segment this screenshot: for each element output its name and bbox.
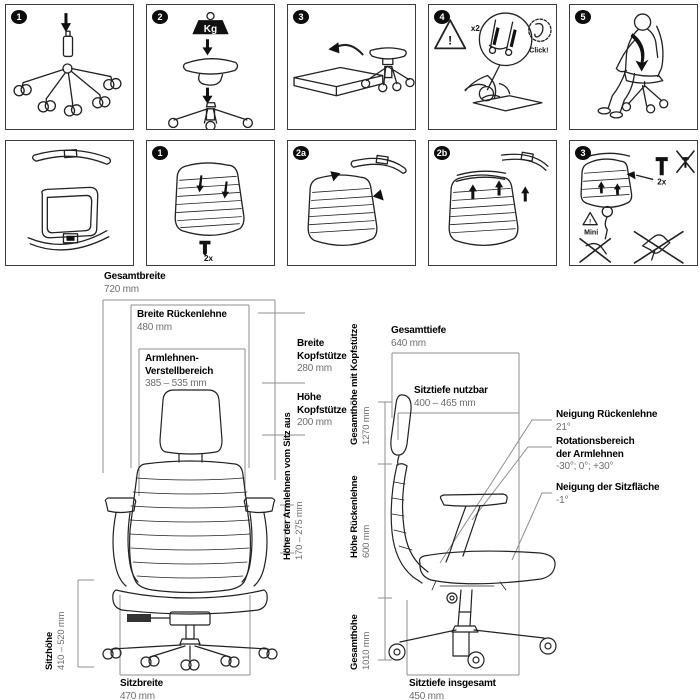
step-badge-2: 2 (152, 10, 168, 24)
step-badge-2b: 2b (434, 146, 450, 160)
front-view-dimension-lines (77, 299, 305, 676)
step-panel-rail-attach-b: 2b (428, 140, 557, 266)
step-badge-b1: 1 (152, 146, 168, 160)
step-panel-screws-warning: 3 2x ! Mini (569, 140, 698, 266)
warning-triangle-icon: ! (448, 33, 452, 47)
mini-warning-mark: ! (589, 220, 591, 226)
chair-side-view-drawing (388, 394, 557, 669)
step-badge-2a: 2a (293, 146, 309, 160)
sit-down-drawing (597, 13, 669, 119)
gas-cylinder-insert-drawing (13, 13, 122, 117)
step-panel-headrest-parts (5, 140, 134, 266)
dim-sitztiefe-insgesamt: Sitztiefe insgesamt 450 mm (409, 678, 496, 700)
dim-hoehe-rueckenlehne: Höhe Rückenlehne 600 mm (349, 475, 372, 558)
dim-rotationsbereich-armlehnen: Rotationsbereich der Armlehnen -30°; 0°;… (556, 436, 635, 472)
dim-sitztiefe-nutzbar: Sitztiefe nutzbar 400 – 465 mm (414, 385, 488, 409)
screw-count-label: 2x (204, 254, 213, 263)
arm-attach-click-drawing: ! x2 Click! (434, 12, 552, 112)
dim-breite-kopfstuetze: Breite Kopfstütze 280 mm (297, 338, 347, 374)
step-badge-4: 4 (434, 10, 450, 24)
tray-flip-drawing (293, 42, 415, 97)
dim-neigung-sitzflaeche: Neigung der Sitzfläche -1° (556, 482, 660, 506)
step-badge-3: 3 (293, 10, 309, 24)
dim-breite-rueckenlehne: Breite Rückenlehne 480 mm (137, 309, 227, 333)
side-view-dimension-lines (378, 352, 552, 676)
dim-gesamttiefe: Gesamttiefe 640 mm (391, 325, 447, 349)
rail-attach-b-drawing (448, 151, 549, 246)
step-panel-1: 1 (5, 4, 134, 130)
mini-label: Mini (584, 230, 598, 237)
dim-sitzbreite: Sitzbreite 470 mm (120, 678, 164, 700)
dim-gesamthoehe-mit-kopfstuetze: Gesamthöhe mit Kopfstütze 1270 mm (349, 323, 372, 445)
dim-gesamthoehe: Gesamthöhe 1010 mm (349, 614, 372, 670)
seat-mount-drawing: Kg (168, 11, 253, 129)
screw-count-label-2: 2x (657, 177, 666, 186)
step-panel-4: 4 ! x2 Click! (428, 4, 557, 130)
headrest-parts-drawing (27, 149, 112, 251)
rail-attach-a-drawing (307, 154, 407, 246)
step-badge-1: 1 (11, 10, 27, 24)
dim-hoehe-armlehnen: Höhe der Armlehnen vom Sitz aus 170 – 27… (282, 412, 305, 560)
chair-front-view-drawing (102, 389, 278, 671)
dimension-diagrams: Gesamtbreite 720 mm Breite Rückenlehne 4… (0, 268, 700, 700)
step-panel-rail-attach-a: 2a (287, 140, 416, 266)
step-panel-backrest-screws: 1 2x (146, 140, 275, 266)
kg-weight-icon: Kg (204, 24, 217, 35)
dimension-linework (77, 299, 557, 676)
dim-neigung-rueckenlehne: Neigung Rückenlehne 21° (556, 409, 658, 433)
step-badge-5: 5 (575, 10, 591, 24)
click-label: Click! (529, 47, 548, 54)
step-panel-2: 2 Kg (146, 4, 275, 130)
step-panel-3: 3 (287, 4, 416, 130)
backrest-screws-drawing: 2x (174, 162, 245, 263)
step-badge-b3: 3 (575, 146, 591, 160)
dim-hoehe-kopfstuetze: Höhe Kopfstütze 200 mm (297, 392, 347, 428)
dim-gesamtbreite: Gesamtbreite 720 mm (104, 271, 166, 295)
x2-count-label: x2 (471, 24, 480, 33)
step-panel-5: 5 (569, 4, 698, 130)
screws-warning-drawing: 2x ! Mini (579, 150, 695, 264)
dim-armlehnen-verstellbereich: Armlehnen- Verstellbereich 385 – 535 mm (145, 353, 214, 389)
dim-sitzhoehe: Sitzhöhe 410 – 520 mm (44, 611, 67, 670)
